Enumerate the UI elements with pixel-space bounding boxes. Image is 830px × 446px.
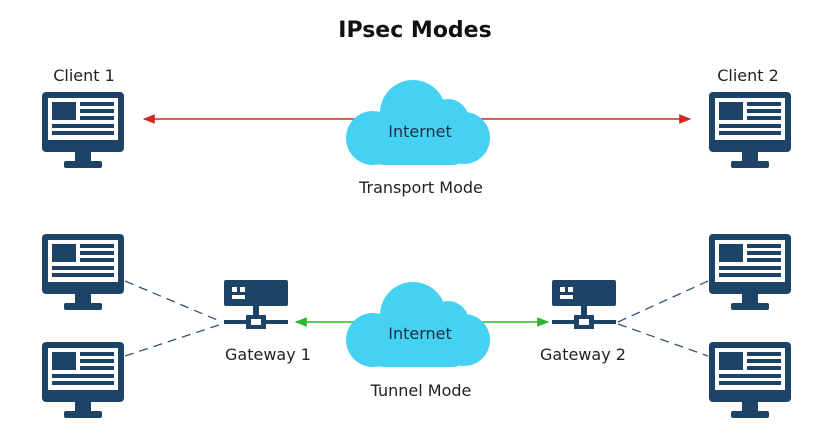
transport-mode-label: Transport Mode (358, 178, 483, 197)
gateway-1-router-icon (224, 280, 288, 329)
transport-cloud-label: Internet (388, 122, 452, 141)
dashed-link-right-bottom (617, 323, 709, 357)
tunnel-cloud-label: Internet (388, 324, 452, 343)
client-2-monitor-icon (709, 92, 791, 168)
tunnel-right-top-monitor-icon (709, 234, 791, 310)
dashed-link-left-top (124, 280, 223, 323)
tunnel-right-bottom-monitor-icon (709, 342, 791, 418)
tunnel-mode-label: Tunnel Mode (370, 381, 472, 400)
client-1-label: Client 1 (53, 66, 115, 85)
diagram-title: IPsec Modes (338, 18, 491, 43)
gateway-2-router-icon (552, 280, 616, 329)
gateway-1-label: Gateway 1 (225, 345, 311, 364)
dashed-link-left-bottom (124, 323, 223, 357)
client-1-monitor-icon (42, 92, 124, 168)
client-2-label: Client 2 (717, 66, 779, 85)
tunnel-left-bottom-monitor-icon (42, 342, 124, 418)
tunnel-left-top-monitor-icon (42, 234, 124, 310)
gateway-2-label: Gateway 2 (540, 345, 626, 364)
dashed-link-right-top (617, 280, 709, 323)
